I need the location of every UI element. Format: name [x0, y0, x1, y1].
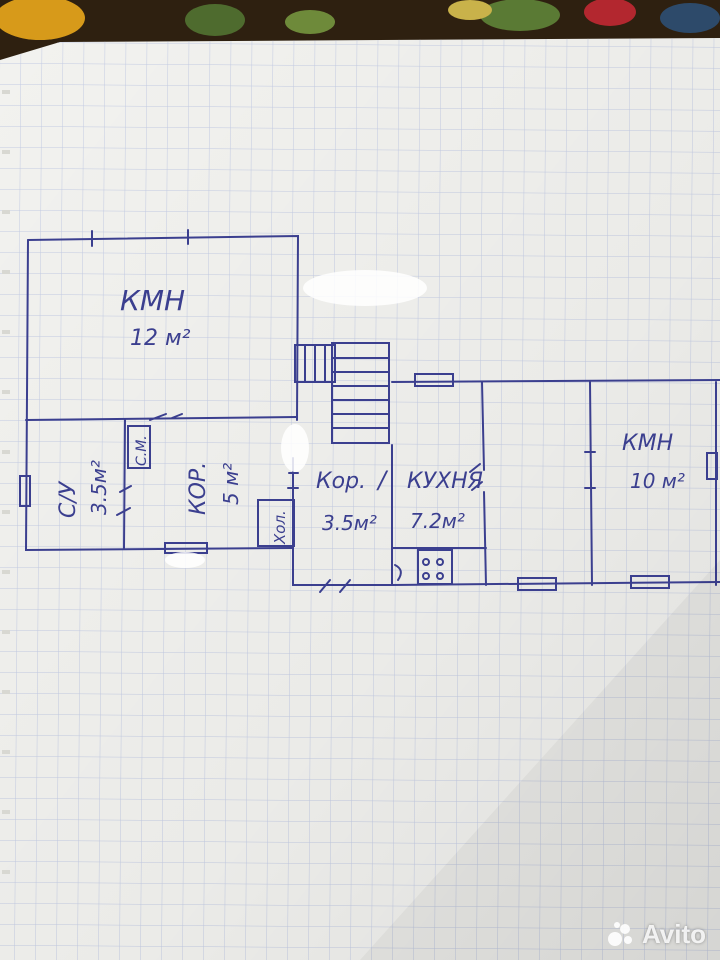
avito-watermark: Avito — [606, 919, 706, 950]
corridor-left-name: КОР. — [186, 462, 211, 515]
light-shadow — [360, 560, 720, 960]
watermark-label: Avito — [641, 919, 706, 949]
bath-name: С/У — [56, 480, 81, 518]
kitchen-area: 7.2м² — [410, 509, 465, 533]
room-left-area: 12 м² — [130, 326, 191, 351]
corridor-mid-name: Кор. — [316, 469, 366, 494]
room-right-name: КМН — [622, 431, 673, 456]
plan-separator: / — [376, 466, 389, 494]
corridor-mid-area: 3.5м² — [322, 511, 377, 535]
room-left-name: КМН — [120, 284, 185, 317]
room-right-area: 10 м² — [630, 469, 685, 493]
bath-area: 3.5м² — [87, 460, 111, 515]
small-box-label: С.М. — [134, 435, 150, 466]
correction-marks — [165, 270, 427, 568]
storage-label: Хол. — [271, 510, 289, 545]
avito-logo-icon — [606, 920, 636, 950]
corridor-left-area: 5 м² — [219, 463, 243, 505]
plan-labels: КМН 12 м² С/У 3.5м² С.М. КОР. 5 м² Хол. … — [56, 284, 685, 545]
kitchen-name: КУХНЯ — [407, 469, 483, 494]
paper-sheet — [0, 38, 720, 960]
floor-plan — [19, 229, 720, 593]
